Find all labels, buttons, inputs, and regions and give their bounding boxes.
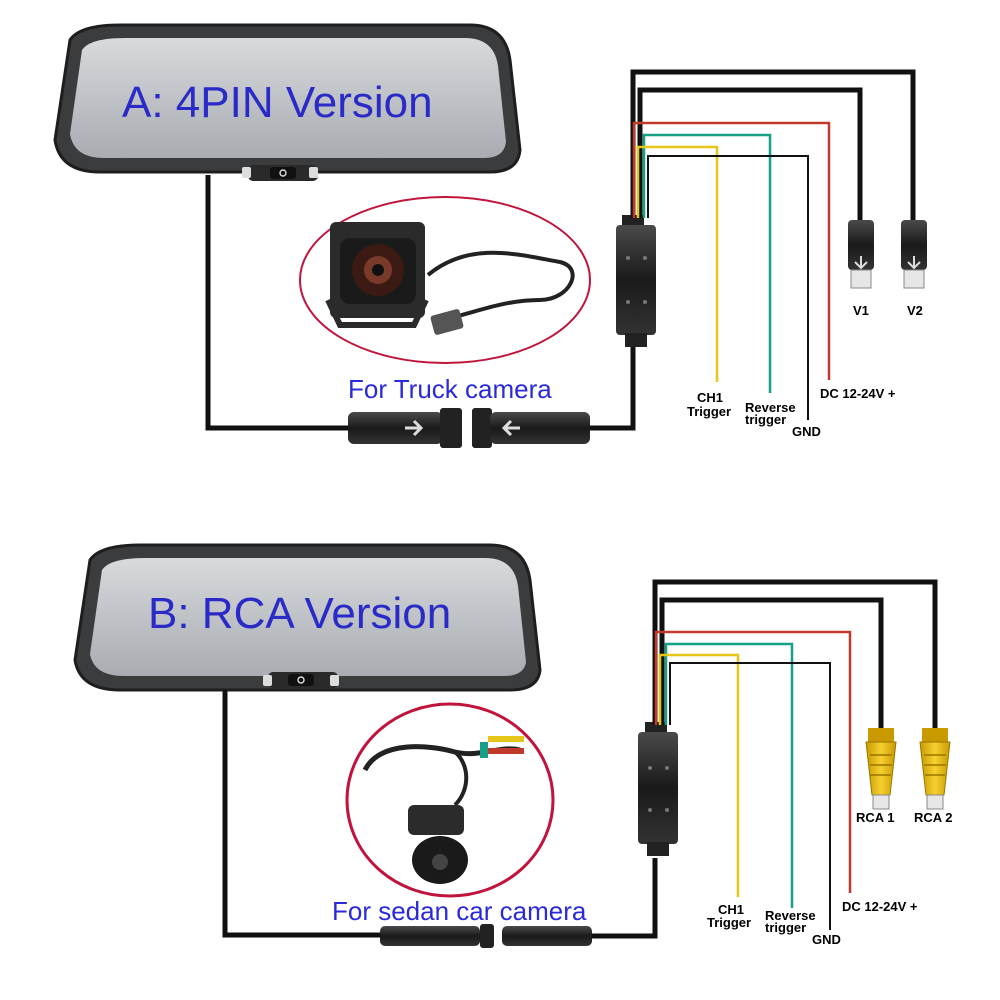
harness-box-b	[638, 722, 678, 856]
mirror-a-cable	[205, 175, 348, 431]
b-gnd-label: GND	[812, 932, 841, 947]
wire-red-dc	[632, 121, 831, 380]
wire-black-gnd-b	[669, 662, 831, 930]
aviation-connector-a	[348, 408, 590, 448]
sedan-connector-b	[380, 924, 592, 948]
v2-label: V2	[907, 303, 923, 318]
section-a-caption: For Truck camera	[348, 374, 552, 404]
a-reverse-trigger-label: trigger	[745, 412, 786, 427]
wire-yellow-ch1	[636, 145, 719, 382]
rca2-label: RCA 2	[914, 810, 953, 825]
a-trigger-label: Trigger	[687, 404, 731, 419]
b-trigger-label: Trigger	[707, 915, 751, 930]
a-dc-label: DC 12-24V +	[820, 386, 896, 401]
truck-camera-inset	[299, 196, 591, 364]
b-dc-label: DC 12-24V +	[842, 899, 918, 914]
b-reverse-trigger-label: trigger	[765, 920, 806, 935]
mirror-a	[53, 23, 522, 181]
wire-black-gnd	[647, 155, 809, 420]
section-b-title: B: RCA Version	[148, 589, 451, 638]
b-ch1-label: CH1	[718, 902, 744, 917]
wire-yellow-ch1-b	[658, 653, 740, 897]
wire-green-reverse	[642, 133, 772, 393]
rca1-label: RCA 1	[856, 810, 895, 825]
sedan-camera-inset	[345, 702, 555, 898]
section-a: A: 4PIN Version For Truck camera	[53, 23, 927, 448]
section-b: B: RCA Version For sedan car camera	[73, 543, 953, 948]
video-wire-v1	[637, 87, 863, 220]
b-reverse-label: Reverse	[765, 908, 816, 923]
section-b-caption: For sedan car camera	[332, 896, 587, 926]
v1-connector[interactable]	[848, 220, 874, 289]
wire-green-reverse-b	[664, 642, 794, 908]
harness-a-cable	[590, 345, 636, 431]
v1-label: V1	[853, 303, 869, 318]
harness-b-cable	[592, 858, 658, 939]
rca1-connector[interactable]	[865, 728, 897, 810]
rca2-connector[interactable]	[919, 728, 951, 810]
wire-red-dc-b	[654, 630, 852, 893]
video-wire-rca1	[659, 597, 884, 728]
mirror-b	[73, 543, 542, 692]
a-reverse-label: Reverse	[745, 400, 796, 415]
a-gnd-label: GND	[792, 424, 821, 439]
v2-connector[interactable]	[901, 220, 927, 289]
mirror-b-cable	[222, 690, 380, 938]
harness-box-a	[616, 215, 656, 347]
a-ch1-label: CH1	[697, 390, 723, 405]
section-a-title: A: 4PIN Version	[122, 78, 433, 127]
